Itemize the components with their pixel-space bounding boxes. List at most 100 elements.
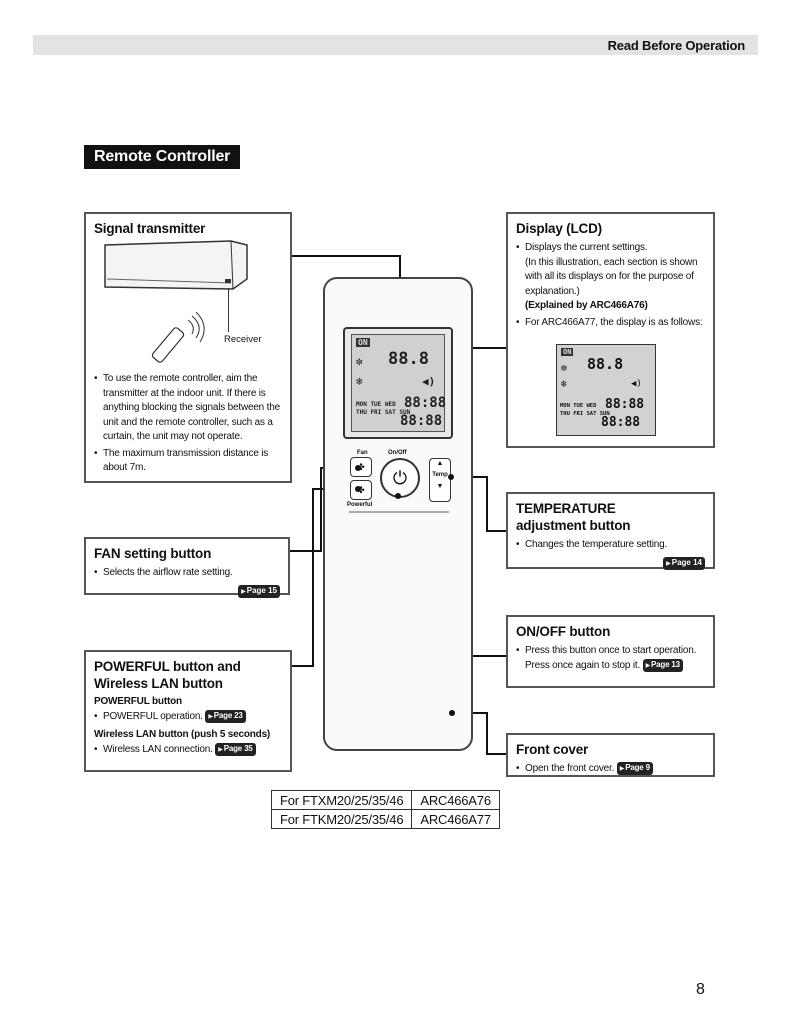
wireless-lan-subtitle: Wireless LAN button (push 5 seconds) <box>94 728 271 740</box>
connector-line <box>486 712 488 754</box>
onoff-bullet: Press this button once to start operatio… <box>516 644 705 673</box>
receiver-pointer <box>228 288 229 332</box>
onoff-label: On/Off <box>388 450 407 456</box>
powerful-box: POWERFUL button and Wireless LAN button … <box>84 650 292 772</box>
onoff-bullet-text: Press this button once to start operatio… <box>525 645 697 671</box>
display-bullet-1: Displays the current settings. (In this … <box>516 241 705 314</box>
display-bullet-1-text: Displays the current settings. <box>525 242 648 253</box>
display-bullet-2: For ARC466A77, the display is as follows… <box>516 316 705 331</box>
temperature-bullet: Changes the temperature setting. <box>516 538 705 553</box>
temperature-button[interactable]: ▲ Temp ▼ <box>429 458 451 502</box>
model-cell: For FTXM20/25/35/46 <box>270 790 413 810</box>
temp-label: Temp <box>432 472 448 478</box>
wireless-lan-page-ref[interactable]: Page 35 <box>215 742 256 756</box>
lcd-timer: 88:88 <box>404 395 447 411</box>
up-arrow-icon: ▲ <box>436 460 444 467</box>
connector-line <box>292 665 314 667</box>
mini-lcd-on: ON <box>561 348 574 356</box>
fan-marker <box>355 465 361 471</box>
powerful-bullet-text: POWERFUL operation. <box>103 711 203 723</box>
display-lcd-title: Display (LCD) <box>516 221 602 236</box>
powerful-title: POWERFUL button and Wireless LAN button <box>94 659 241 691</box>
power-icon: ⏻ <box>392 468 408 488</box>
front-cover-box: Front cover Open the front cover. Page 9 <box>506 733 715 777</box>
fan-page-ref[interactable]: Page 15 <box>238 584 280 598</box>
mini-snowflake-icon: ❄ <box>561 379 568 390</box>
receiver-label: Receiver <box>224 334 262 345</box>
connector-line <box>320 467 322 551</box>
front-cover-marker <box>449 710 455 716</box>
temperature-box: TEMPERATURE adjustment button Changes th… <box>506 492 715 570</box>
powerful-marker <box>355 486 361 492</box>
signal-bullet-1: To use the remote controller, aim the tr… <box>94 372 282 445</box>
wireless-lan-bullet-text: Wireless LAN connection. <box>103 743 213 755</box>
fan-label: Fan <box>357 450 368 456</box>
air-conditioner-icon <box>104 240 248 290</box>
connector-line <box>486 476 488 531</box>
model-cell: For FTKM20/25/35/46 <box>270 809 413 829</box>
powerful-label: Powerful <box>347 502 373 508</box>
front-cover-title: Front cover <box>516 742 589 757</box>
page-number: 8 <box>696 981 705 998</box>
display-bullet-1-detail: (In this illustration, each section is s… <box>525 256 698 297</box>
powerful-page-ref[interactable]: Page 23 <box>205 710 246 723</box>
remote-model-cell: ARC466A77 <box>411 809 500 829</box>
fan-setting-title: FAN setting button <box>94 546 212 561</box>
onoff-page-ref[interactable]: Page 13 <box>642 658 683 672</box>
powerful-button[interactable]: ✤ <box>350 480 372 500</box>
connector-line <box>292 255 400 257</box>
lcd-on-indicator: ON <box>356 338 370 347</box>
front-cover-bullet-text: Open the front cover. <box>525 763 615 775</box>
model-table: For FTXM20/25/35/46 ARC466A76 For FTKM20… <box>270 790 500 829</box>
display-lcd-box: Display (LCD) Displays the current setti… <box>506 212 715 448</box>
snowflake-icon: ❄ <box>356 375 363 388</box>
connector-line <box>450 347 506 349</box>
lcd-days-2: THU FRI SAT SUN <box>356 409 411 416</box>
front-cover-seam <box>349 511 449 513</box>
remote-model-cell: ARC466A76 <box>411 790 500 810</box>
display-bullet-1-bold: (Explained by ARC466A76) <box>525 300 648 311</box>
lcd-temperature: 88.8 <box>388 349 429 369</box>
temp-marker <box>448 474 454 480</box>
signal-transmitter-title: Signal transmitter <box>94 221 206 236</box>
wireless-lan-bullet: Wireless LAN connection. Page 35 <box>94 742 282 758</box>
fan-icon: ✼ <box>356 355 363 368</box>
table-row: For FTKM20/25/35/46 ARC466A77 <box>270 809 500 829</box>
fan-button[interactable]: ✤ <box>350 457 372 477</box>
lcd-timer-2: 88:88 <box>400 413 443 429</box>
mini-lcd-timer-2: 88:88 <box>601 415 641 430</box>
connector-line <box>486 530 506 532</box>
connector-line <box>399 255 401 279</box>
connector-line <box>486 753 506 755</box>
sound-icon: ◀) <box>422 375 436 388</box>
header-title: Read Before Operation <box>607 38 746 53</box>
temperature-title: TEMPERATURE adjustment button <box>516 501 631 533</box>
mini-lcd-days-1: MON TUE WED <box>560 403 597 409</box>
front-cover-page-ref[interactable]: Page 9 <box>616 762 653 775</box>
onoff-button[interactable]: ⏻ <box>380 458 420 498</box>
powerful-subtitle: POWERFUL button <box>94 696 182 707</box>
table-row: For FTXM20/25/35/46 ARC466A76 <box>270 790 500 810</box>
front-cover-bullet: Open the front cover. Page 9 <box>516 762 705 777</box>
mini-lcd-days-2: THU FRI SAT SUN <box>560 411 610 417</box>
powerful-bullet: POWERFUL operation. Page 23 <box>94 710 282 725</box>
remote-controller-illustration: ON 88.8 ✼ ❄ ◀) MON TUE WED THU FRI SAT S… <box>323 277 473 751</box>
down-arrow-icon: ▼ <box>436 483 444 490</box>
connector-line <box>312 488 314 666</box>
lcd-days-1: MON TUE WED <box>356 401 396 408</box>
fan-setting-box: FAN setting button Selects the airflow r… <box>84 537 290 598</box>
connector-line <box>290 550 322 552</box>
mini-lcd-temperature: 88.8 <box>587 355 624 373</box>
lcd-display: ON 88.8 ✼ ❄ ◀) MON TUE WED THU FRI SAT S… <box>343 327 453 439</box>
onoff-title: ON/OFF button <box>516 624 611 639</box>
temperature-page-ref[interactable]: Page 14 <box>663 556 705 570</box>
mini-fan-icon: ✼ <box>561 363 568 374</box>
remote-pointing-icon <box>151 312 205 363</box>
onoff-box: ON/OFF button Press this button once to … <box>506 615 715 688</box>
arc466a77-lcd: ON 88.8 ✼ ❄ ◀) MON TUE WED THU FRI SAT S… <box>556 344 656 436</box>
signal-bullet-2: The maximum transmission distance is abo… <box>94 447 282 476</box>
mini-lcd-timer: 88:88 <box>605 397 645 412</box>
header-bar <box>33 35 758 55</box>
onoff-marker <box>395 493 401 499</box>
section-title: Remote Controller <box>84 145 241 169</box>
